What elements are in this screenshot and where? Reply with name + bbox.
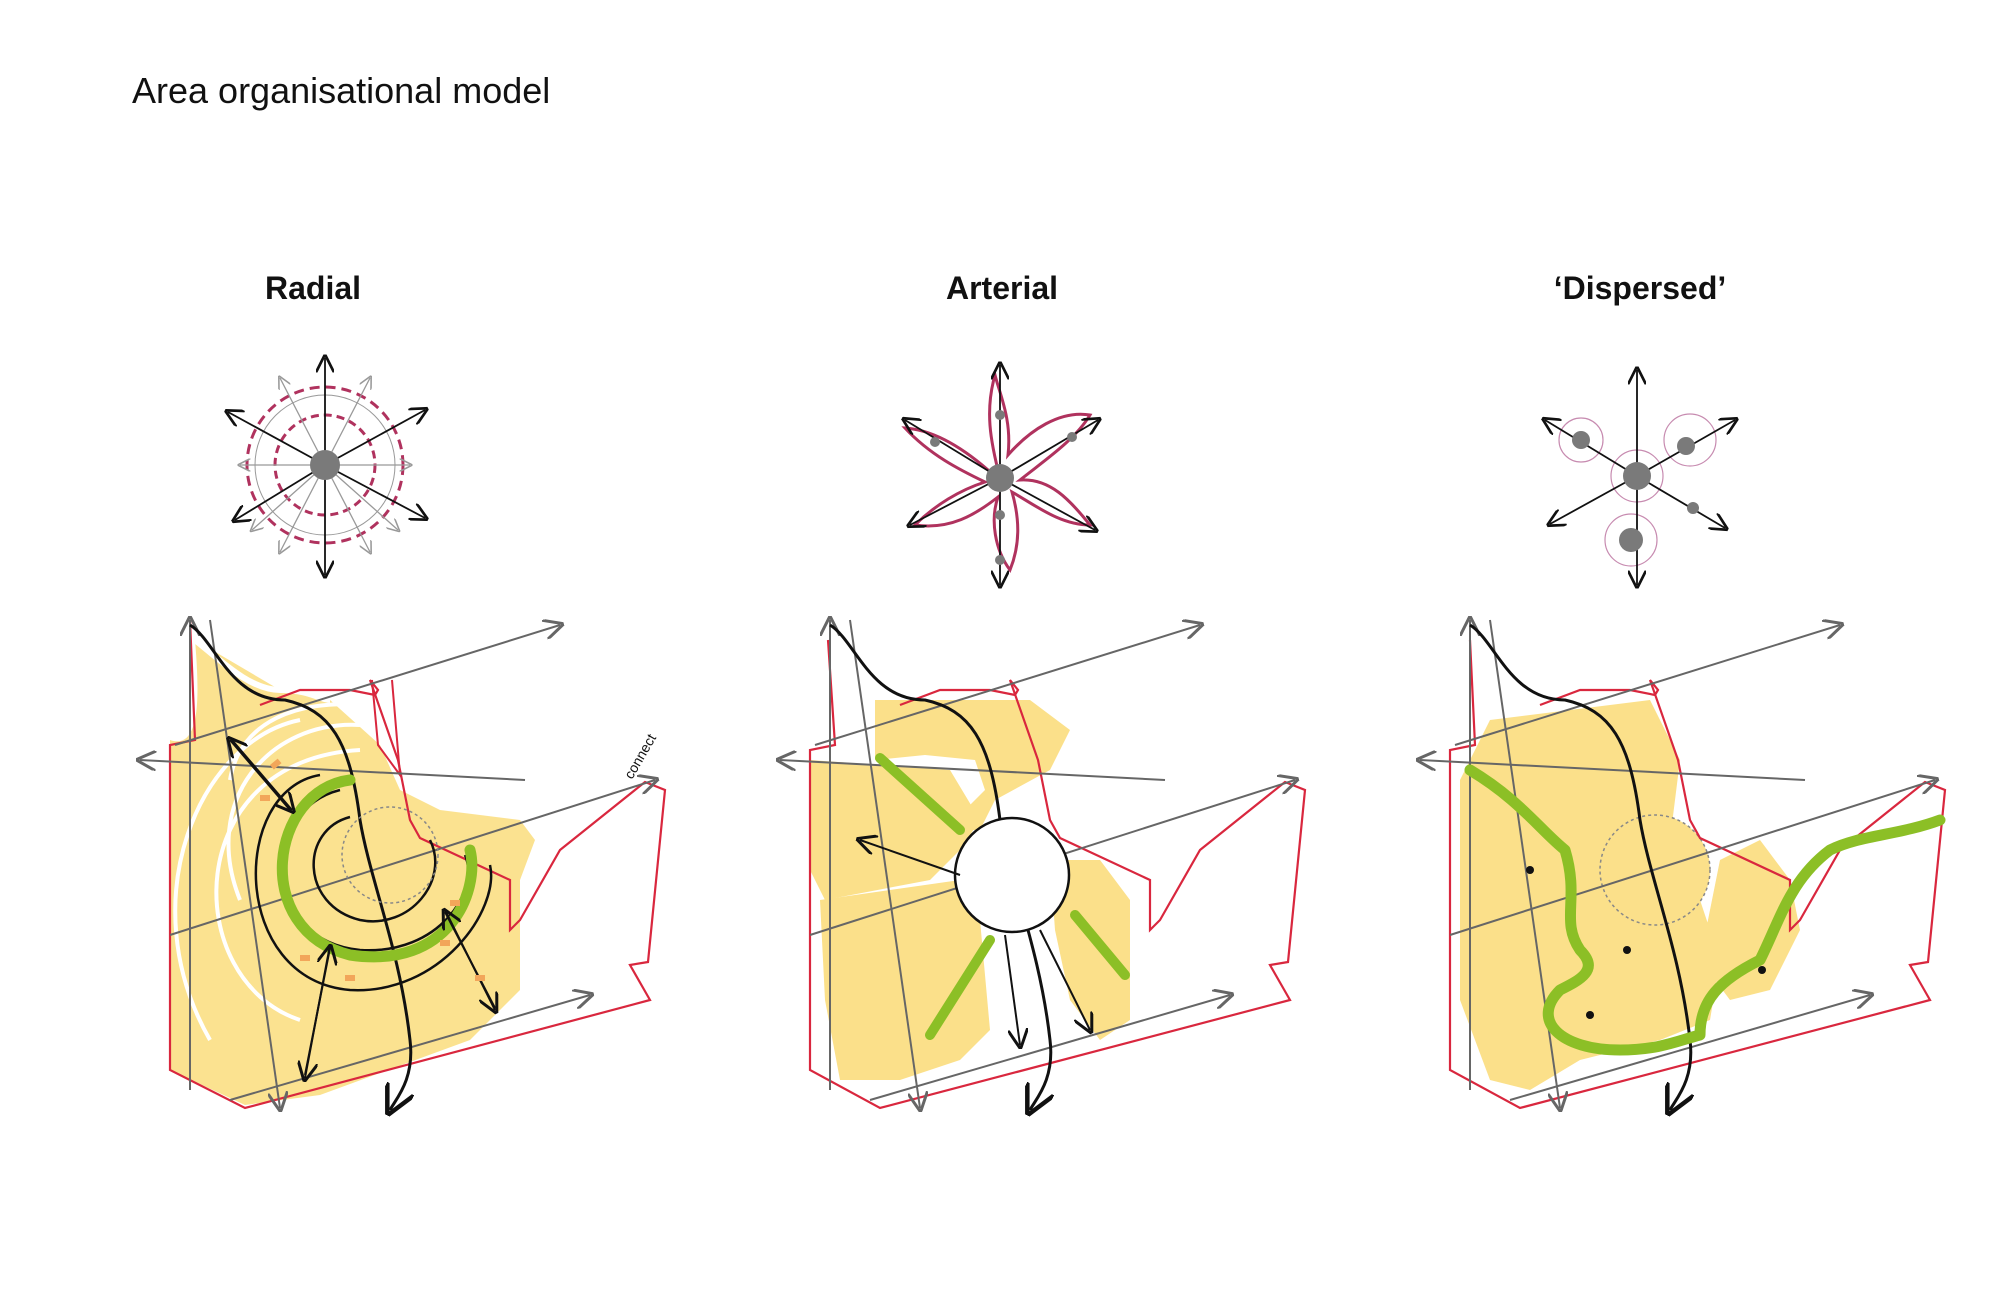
connect-annotation: connect	[621, 731, 659, 782]
panel-title-arterial: Arterial	[945, 270, 1059, 306]
panel-title-radial: Radial	[264, 270, 362, 306]
dispersed-model-icon	[1545, 370, 1735, 585]
arterial-site-plan	[780, 620, 1307, 1110]
radial-site-plan: connect	[140, 620, 667, 1110]
radial-model-icon	[228, 358, 425, 575]
page-title: Area organisational model	[132, 70, 551, 111]
panel-title-dispersed: ‘Dispersed’	[1553, 270, 1727, 306]
dispersed-site-plan	[1420, 620, 1947, 1110]
arterial-model-icon	[905, 365, 1098, 585]
